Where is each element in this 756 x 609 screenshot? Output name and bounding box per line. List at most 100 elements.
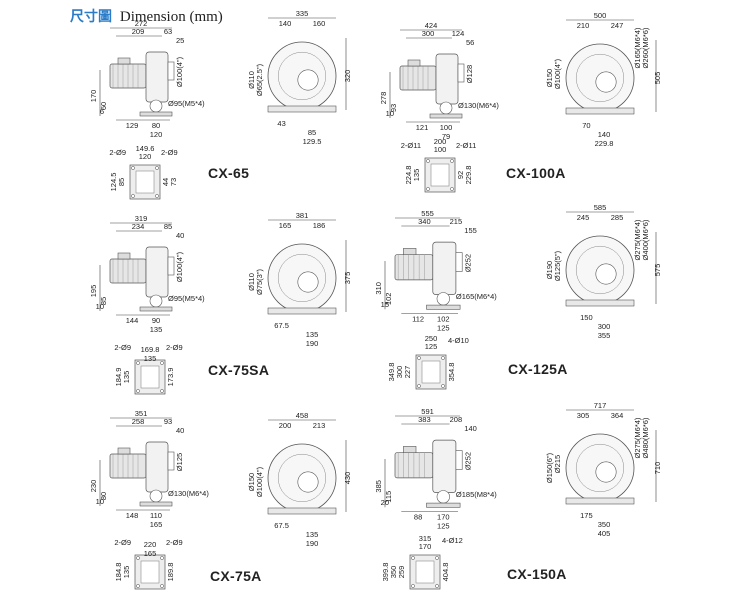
mount-hole (441, 356, 445, 360)
dimension-label: 170 (89, 90, 98, 103)
base-cutout (140, 365, 160, 389)
terminal-box (117, 447, 131, 455)
dimension-label: 67.5 (274, 321, 289, 330)
terminal-box (407, 59, 421, 67)
dimension-label: 85 (308, 128, 316, 137)
dimension-label: 2-Ø9 (114, 538, 131, 547)
dimension-label: 213 (313, 421, 326, 430)
dimension-label: 245 (577, 213, 590, 222)
dimension-label: Ø150(6") (545, 452, 554, 483)
foot-plate (267, 507, 337, 515)
dimension-label: 124 (452, 29, 465, 38)
impeller-ring (277, 51, 327, 101)
dimension-label: 354.8 (447, 363, 456, 382)
dimension-label: 710 (653, 462, 662, 475)
dimension-label: 70 (582, 121, 590, 130)
dimension-label: 92 (456, 171, 465, 179)
dimension-label: 4-Ø10 (448, 336, 469, 345)
header-en: Dimension (mm) (119, 9, 223, 25)
dimension-label: 102 (384, 293, 393, 306)
dimension-label: 189.8 (166, 563, 175, 582)
dimension-label: 300 (598, 322, 611, 331)
inlet-circle (595, 263, 617, 285)
dimension-label: 209 (132, 27, 145, 36)
dimension-label: 247 (611, 21, 624, 30)
dimension-label: 125 (437, 324, 450, 333)
dimension-label: Ø100(4") (175, 56, 184, 87)
dimension-label: 310 (374, 282, 383, 295)
inlet-circle (297, 471, 319, 493)
blower-housing (432, 439, 457, 493)
dimension-label: 10 (96, 302, 104, 311)
dimension-label: 405 (598, 529, 611, 538)
dimension-label: 430 (343, 472, 352, 485)
outlet-flange (149, 294, 163, 308)
dimension-label: 85 (117, 178, 126, 186)
dimension-label: 135 (306, 530, 319, 539)
dimension-label: 320 (343, 70, 352, 83)
dimension-label: 230 (89, 480, 98, 493)
dimension-label: 140 (279, 19, 292, 28)
dimension-label: 88 (414, 513, 422, 522)
dimension-label: 124.5 (109, 173, 118, 192)
dimension-label: 85 (99, 297, 108, 305)
mount-hole (450, 159, 454, 163)
dimension-label: 10 (386, 109, 394, 118)
dimension-label: 500 (594, 11, 607, 20)
dimension-label: Ø150 (247, 473, 256, 491)
dimension-label: 2-Ø9 (166, 343, 183, 352)
mount-hole (160, 556, 164, 560)
dimension-label: 351 (135, 409, 148, 418)
dimension-label: 458 (296, 411, 309, 420)
dimension-label: Ø275(M6*4) (633, 417, 642, 458)
dimension-label: 120 (139, 152, 152, 161)
dimension-label: 278 (379, 92, 388, 105)
mount-hole (131, 194, 135, 198)
dimension-label: 121 (416, 123, 429, 132)
dimension-label: 585 (594, 203, 607, 212)
dimension-label: Ø165(M6*4) (456, 292, 497, 301)
dimension-label: 56 (466, 38, 474, 47)
dimension-label: 135 (412, 169, 421, 182)
terminal-box (403, 446, 417, 453)
outlet-flange (149, 99, 163, 113)
dimension-label: 135 (150, 325, 163, 334)
dimension-label: Ø130(M6*4) (168, 489, 209, 498)
dimension-label: 40 (176, 426, 184, 435)
dimension-label: 208 (450, 415, 463, 424)
dimension-label: 20 (381, 498, 389, 507)
base-cutout (421, 360, 441, 384)
dimension-label: 155 (464, 226, 477, 235)
terminal-box (403, 248, 417, 255)
dimension-label: 2-Ø9 (166, 538, 183, 547)
foot-plate (565, 299, 635, 307)
dimension-label: 2-Ø9 (161, 148, 178, 157)
dimension-label: 227 (403, 366, 412, 379)
dimension-label: Ø125 (175, 453, 184, 471)
outlet-flange (436, 490, 450, 504)
dimension-label: 220 (144, 540, 157, 549)
blower-housing (432, 241, 457, 295)
dimension-label: 175 (580, 511, 593, 520)
dimension-label: 350 (598, 520, 611, 529)
foot-plate (565, 497, 635, 505)
dimension-label: 250 (425, 334, 438, 343)
dimension-label: 335 (296, 9, 309, 18)
terminal-box (117, 57, 131, 65)
dimension-label: 385 (374, 480, 383, 493)
dimension-label: 93 (389, 104, 398, 112)
dimension-label: 80 (152, 121, 160, 130)
mount-hole (131, 166, 135, 170)
impeller-ring (277, 253, 327, 303)
mount-hole (155, 194, 159, 198)
dimension-label: 10 (96, 497, 104, 506)
mount-hole (435, 556, 439, 560)
dimension-label: 305 (577, 411, 590, 420)
dimension-label: 125 (425, 342, 438, 351)
base-plate (426, 502, 461, 508)
blower-housing (145, 441, 169, 493)
mount-hole (136, 389, 140, 393)
dimension-label: Ø128 (465, 65, 474, 83)
